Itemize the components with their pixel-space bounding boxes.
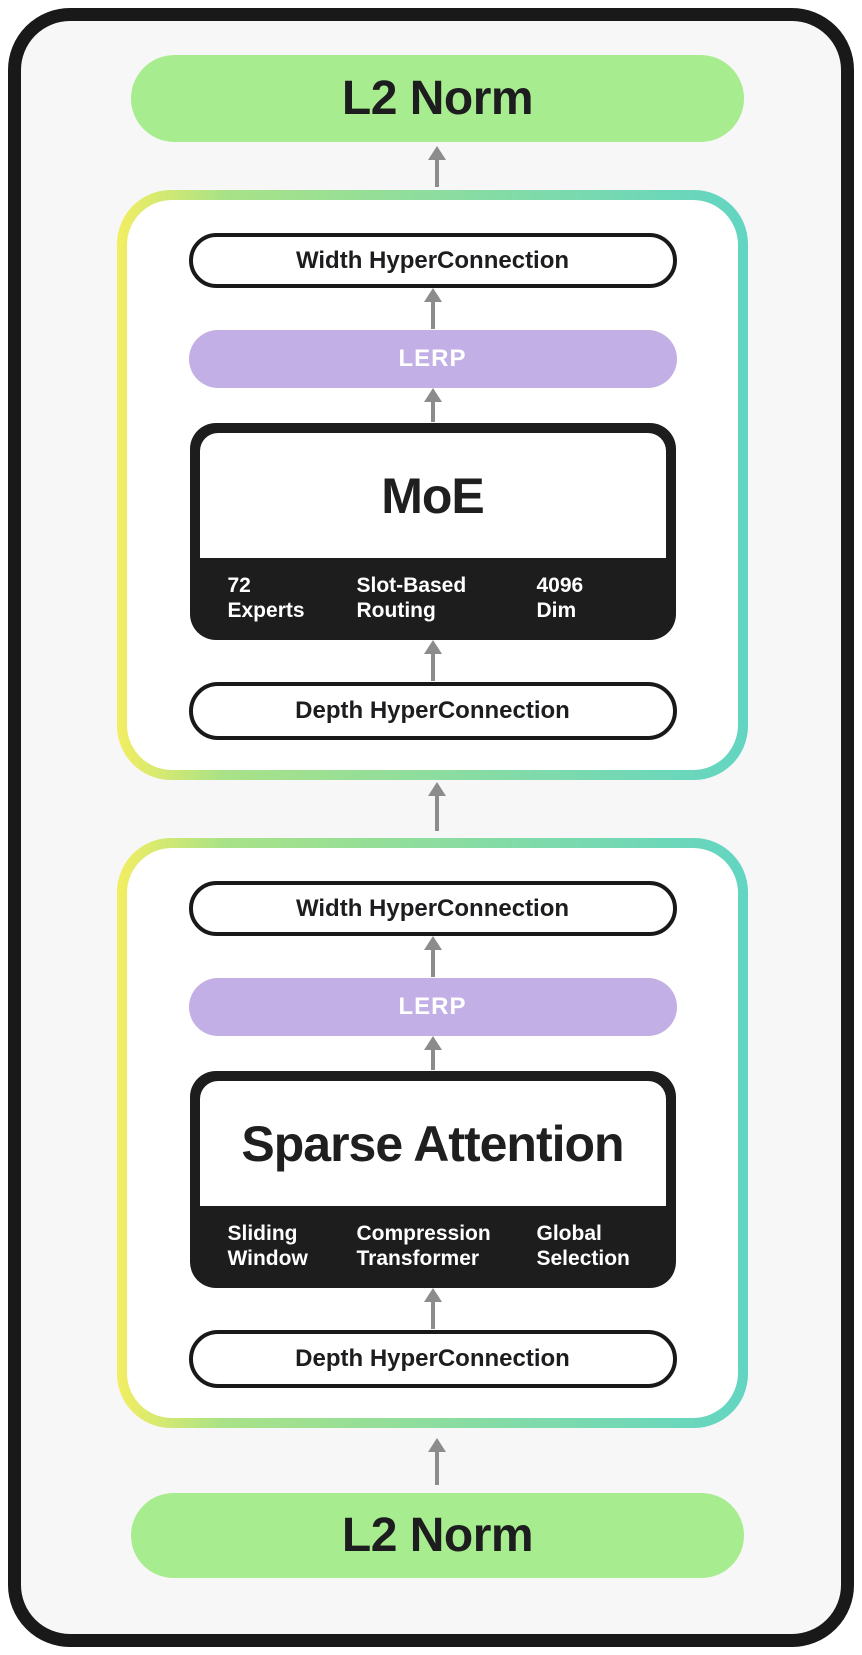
block-attention-inner: Width HyperConnection LERP Sparse Attent… <box>127 848 738 1418</box>
feature-line: Slot-Based <box>356 574 467 598</box>
flow-arrow-icon <box>424 782 450 832</box>
flow-arrow-icon <box>420 1036 446 1071</box>
feature-line: Compression <box>356 1222 491 1246</box>
depth-hyperconnection-pill: Depth HyperConnection <box>188 682 677 740</box>
moe-module-box: MoE 72 Experts Slot-Based Routing 4096 D… <box>189 423 676 640</box>
sparse-attention-feature-strip: Sliding Window Compression Transformer G… <box>190 1206 676 1288</box>
depth-hyperconnection-pill: Depth HyperConnection <box>188 1330 677 1388</box>
feature-item: Sliding Window <box>228 1222 357 1272</box>
feature-item: Compression Transformer <box>357 1222 537 1272</box>
feature-item: Slot-Based Routing <box>357 574 537 624</box>
moe-title: MoE <box>381 467 485 524</box>
flow-arrow-icon <box>420 1288 446 1330</box>
sparse-attention-title: Sparse Attention <box>241 1115 624 1172</box>
feature-line: 72 <box>227 574 251 598</box>
feature-item: Global Selection <box>537 1222 676 1272</box>
feature-line: Transformer <box>356 1247 480 1270</box>
transformer-block-sparse-attention: Width HyperConnection LERP Sparse Attent… <box>117 838 748 1428</box>
lerp-pill: LERP <box>188 330 677 388</box>
feature-line: Sliding <box>227 1222 298 1246</box>
flow-arrow-icon <box>424 1438 450 1486</box>
sparse-attention-module-header: Sparse Attention <box>199 1081 666 1206</box>
width-hyperconnection-pill: Width HyperConnection <box>188 881 677 936</box>
feature-item: 4096 Dim <box>537 574 676 624</box>
block-moe-inner: Width HyperConnection LERP MoE 72 Expert… <box>127 200 738 770</box>
flow-arrow-icon <box>420 388 446 423</box>
l2-norm-bottom-pill: L2 Norm <box>131 1493 744 1578</box>
feature-item: 72 Experts <box>228 574 357 624</box>
feature-line: 4096 <box>536 574 584 598</box>
feature-line: Experts <box>227 599 305 622</box>
flow-arrow-icon <box>424 146 450 188</box>
feature-line: Window <box>227 1247 308 1270</box>
lerp-pill: LERP <box>188 978 677 1036</box>
flow-arrow-icon <box>420 640 446 682</box>
feature-line: Selection <box>536 1247 630 1270</box>
feature-line: Routing <box>356 599 436 622</box>
feature-line: Dim <box>536 599 577 622</box>
sparse-attention-module-box: Sparse Attention Sliding Window Compress… <box>189 1071 676 1288</box>
l2-norm-top-pill: L2 Norm <box>131 55 744 142</box>
feature-line: Global <box>536 1222 602 1246</box>
moe-feature-strip: 72 Experts Slot-Based Routing 4096 Dim <box>190 558 676 640</box>
flow-arrow-icon <box>420 936 446 978</box>
moe-module-header: MoE <box>199 433 666 558</box>
transformer-block-moe: Width HyperConnection LERP MoE 72 Expert… <box>117 190 748 780</box>
width-hyperconnection-pill: Width HyperConnection <box>188 233 677 288</box>
flow-arrow-icon <box>420 288 446 330</box>
